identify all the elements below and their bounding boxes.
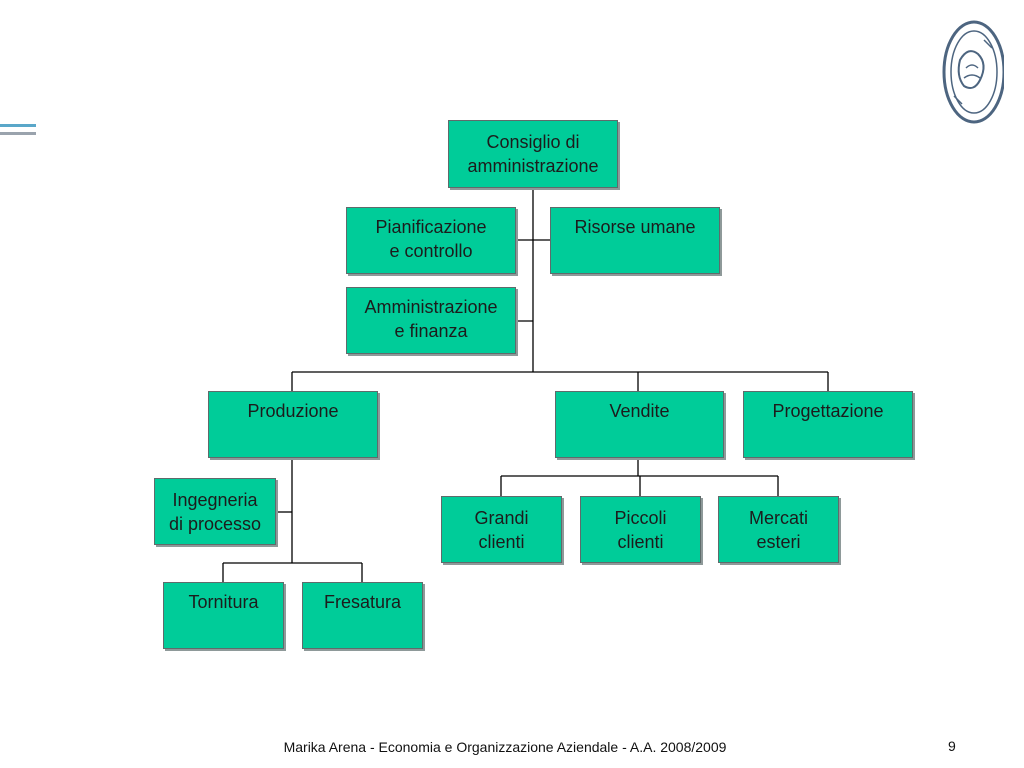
box-design: Progettazione (743, 391, 913, 458)
box-milling: Fresatura (302, 582, 423, 649)
box-foreign-markets: Mercati esteri (718, 496, 839, 563)
university-seal-icon (942, 20, 1004, 124)
accent-line-gray (0, 132, 36, 135)
box-board: Consiglio di amministrazione (448, 120, 618, 188)
box-admin: Amministrazione e finanza (346, 287, 516, 354)
box-sales: Vendite (555, 391, 724, 458)
box-large-clients: Grandi clienti (441, 496, 562, 563)
footer-text: Marika Arena - Economia e Organizzazione… (283, 739, 727, 755)
box-production: Produzione (208, 391, 378, 458)
box-process-engineering: Ingegneria di processo (154, 478, 276, 545)
box-small-clients: Piccoli clienti (580, 496, 701, 563)
box-planning: Pianificazione e controllo (346, 207, 516, 274)
box-hr: Risorse umane (550, 207, 720, 274)
accent-line-blue (0, 124, 36, 127)
page-number: 9 (948, 738, 956, 754)
box-turning: Tornitura (163, 582, 284, 649)
